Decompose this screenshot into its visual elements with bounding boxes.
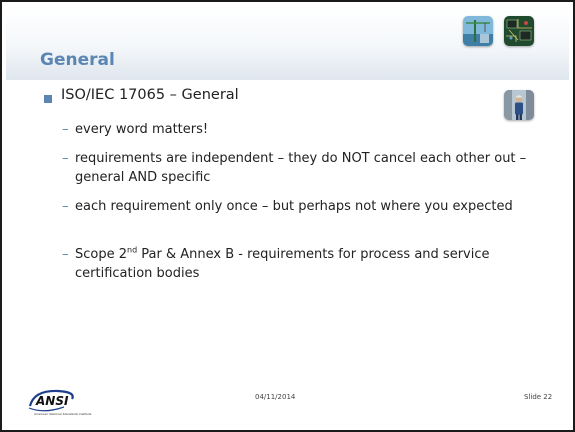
ansi-logo: ANSI American National Standards Institu… — [28, 389, 92, 416]
dash-marker: – — [62, 247, 69, 262]
sub-bullet: – each requirement only once – but perha… — [62, 197, 534, 216]
sub-bullet: – every word matters! — [62, 120, 534, 139]
sub-bullet-text-part: Scope 2 — [75, 247, 128, 262]
worker-thumbnail — [504, 90, 534, 120]
sub-bullet: – requirements are independent – they do… — [62, 149, 534, 187]
sub-bullet-text: requirements are independent – they do N… — [75, 151, 527, 185]
crane-thumbnail — [463, 16, 493, 46]
footer-date: 04/11/2014 — [255, 393, 296, 401]
logo-tagline: American National Standards Institute — [33, 412, 92, 416]
dash-marker: – — [62, 122, 69, 137]
sub-bullet-text: every word matters! — [75, 122, 209, 137]
sub-bullet-text-part: Par & Annex B - requirements for process… — [75, 247, 490, 281]
sub-bullet: – Scope 2nd Par & Annex B - requirements… — [62, 245, 534, 283]
sub-bullet-text: each requirement only once – but perhaps… — [75, 199, 513, 214]
sub-bullet-text: Scope 2nd Par & Annex B - requirements f… — [64, 245, 534, 283]
dash-marker: – — [62, 151, 69, 166]
slide-title: General — [40, 50, 115, 70]
bullet-marker — [44, 95, 52, 103]
dash-marker: – — [62, 199, 69, 214]
bullet-text: ISO/IEC 17065 – General — [61, 87, 239, 103]
logo-text: ANSI — [35, 394, 69, 408]
slide-number: Slide 22 — [524, 393, 553, 401]
circuit-board-thumbnail — [504, 16, 534, 46]
superscript: nd — [127, 245, 138, 255]
